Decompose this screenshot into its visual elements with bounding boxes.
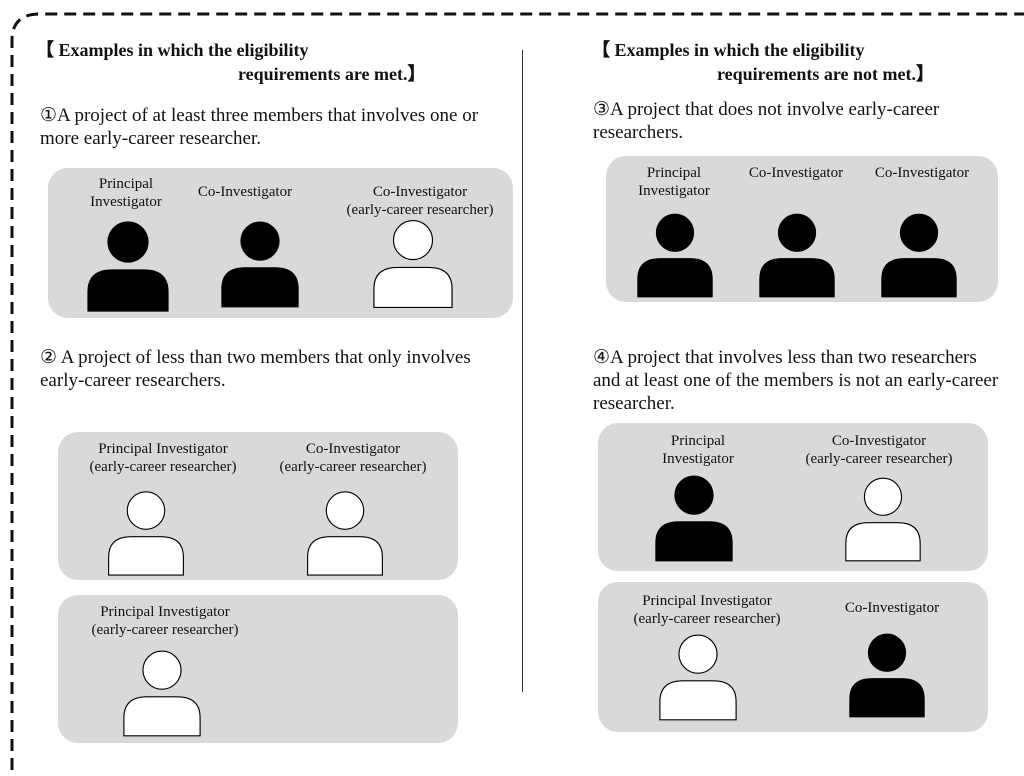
role-label-line: (early-career researcher) (89, 459, 237, 475)
role-label-line: (early-career researcher) (91, 622, 239, 638)
role-label-line: Co-Investigator (874, 165, 970, 181)
example2-role-pi-ecr-solo: Principal Investigator (early-career rese… (70, 603, 260, 639)
person-icon (108, 491, 184, 576)
example3-role-coi-2: Co-Investigator (862, 164, 982, 182)
example1-description: ①A project of at least three members tha… (40, 105, 479, 149)
met-heading-line1: 【 Examples in which the eligibility (36, 40, 309, 60)
person-icon (881, 213, 957, 298)
not-met-heading-line2: requirements are not met.】 (717, 64, 934, 84)
role-label-line: Investigator (662, 451, 734, 467)
example4-role-pi-ecr: Principal Investigator (early-career rese… (612, 592, 802, 628)
role-label-line: Principal (98, 176, 154, 192)
met-heading-line2: requirements are met.】 (238, 64, 426, 84)
example3-role-coi-1: Co-Investigator (736, 164, 856, 182)
example4-role-coi: Co-Investigator (832, 599, 952, 617)
example3-description: ③A project that does not involve early-c… (593, 99, 940, 143)
role-label-line: (early-career researcher) (633, 611, 781, 627)
example2-role-pi-ecr: Principal Investigator (early-career rese… (68, 440, 258, 476)
person-icon (221, 221, 299, 308)
role-label-line: Co-Investigator (831, 433, 927, 449)
role-label-line: Co-Investigator (748, 165, 844, 181)
person-icon (849, 633, 925, 718)
example1-role-coi: Co-Investigator (185, 183, 305, 201)
role-label-line: Co-Investigator (197, 184, 293, 200)
example4-description: ④A project that involves less than two r… (593, 347, 999, 414)
person-icon (637, 213, 713, 298)
role-label-line: (early-career researcher) (346, 202, 494, 218)
role-label-line: Principal (646, 165, 702, 181)
role-label-line: Principal Investigator (98, 441, 228, 457)
example1-role-coi-ecr: Co-Investigator (early-career researcher) (325, 183, 515, 219)
not-met-heading-line1: 【 Examples in which the eligibility (592, 40, 865, 60)
person-icon (845, 477, 921, 562)
role-label-line: Co-Investigator (372, 184, 468, 200)
example2-description: ② A project of less than two members tha… (40, 347, 471, 391)
person-icon (87, 221, 169, 312)
role-label-line: (early-career researcher) (805, 451, 953, 467)
person-icon (307, 491, 383, 576)
role-label-line: Co-Investigator (305, 441, 401, 457)
role-label-line: Principal Investigator (642, 593, 772, 609)
role-label-line: Principal (670, 433, 726, 449)
role-label-line: Co-Investigator (844, 600, 940, 616)
role-label-line: Investigator (90, 194, 162, 210)
role-label-line: (early-career researcher) (279, 459, 427, 475)
role-label-line: Investigator (638, 183, 710, 199)
column-divider (522, 50, 523, 692)
person-icon (123, 650, 201, 737)
example4-role-coi-ecr: Co-Investigator (early-career researcher) (784, 432, 974, 468)
person-icon (659, 634, 737, 721)
person-icon (655, 475, 733, 562)
example2-role-coi-ecr: Co-Investigator (early-career researcher) (258, 440, 448, 476)
role-label-line: Principal Investigator (100, 604, 230, 620)
person-icon (759, 213, 835, 298)
person-icon (373, 219, 453, 309)
